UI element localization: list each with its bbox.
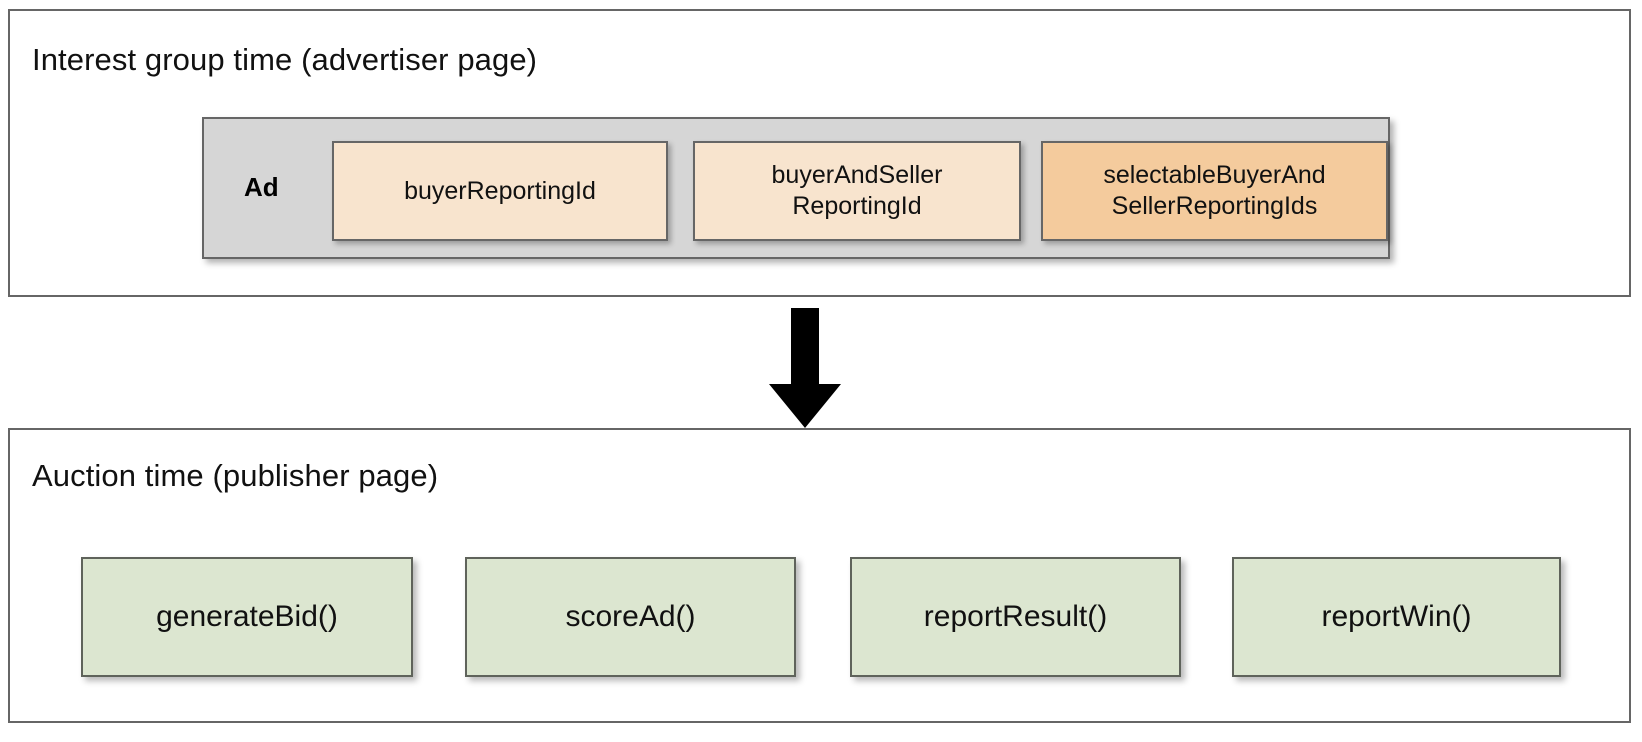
ad-label: Ad xyxy=(244,172,279,202)
function-box-generate-bid[interactable]: generateBid() xyxy=(81,557,413,677)
reporting-id-label: buyerReportingId xyxy=(404,176,596,205)
advertiser-section-panel: Interest group time (advertiser page) Ad… xyxy=(8,9,1631,297)
reporting-id-label-line2: SellerReportingIds xyxy=(1111,192,1318,220)
function-box-score-ad[interactable]: scoreAd() xyxy=(465,557,796,677)
function-box-label: generateBid() xyxy=(156,600,338,633)
function-box-label: scoreAd() xyxy=(565,600,696,633)
reporting-id-box-buyer-reporting-id[interactable]: buyerReportingId xyxy=(332,141,668,241)
publisher-section-title: Auction time (publisher page) xyxy=(32,458,439,493)
advertiser-section-title: Interest group time (advertiser page) xyxy=(32,42,538,77)
reporting-id-box-selectable-buyer-and-seller-reporting-ids[interactable]: selectableBuyerAnd SellerReportingIds xyxy=(1041,141,1388,241)
function-box-report-win[interactable]: reportWin() xyxy=(1232,557,1561,677)
function-box-label: reportResult() xyxy=(923,600,1108,633)
reporting-id-box-buyer-and-seller-reporting-id[interactable]: buyerAndSeller ReportingId xyxy=(693,141,1021,241)
down-arrow-icon xyxy=(769,308,841,428)
reporting-id-label: buyerAndSeller ReportingId xyxy=(772,160,943,222)
function-box-label: reportWin() xyxy=(1321,600,1472,633)
reporting-id-label-line1: buyerAndSeller xyxy=(771,161,943,190)
reporting-id-label-line2: ReportingId xyxy=(792,192,922,220)
reporting-id-label-line1: selectableBuyerAnd xyxy=(1103,161,1326,190)
function-box-report-result[interactable]: reportResult() xyxy=(850,557,1181,677)
reporting-id-label: selectableBuyerAnd SellerReportingIds xyxy=(1103,160,1325,222)
ad-group-container: Ad buyerReportingId buyerAndSeller Repor… xyxy=(202,117,1390,259)
